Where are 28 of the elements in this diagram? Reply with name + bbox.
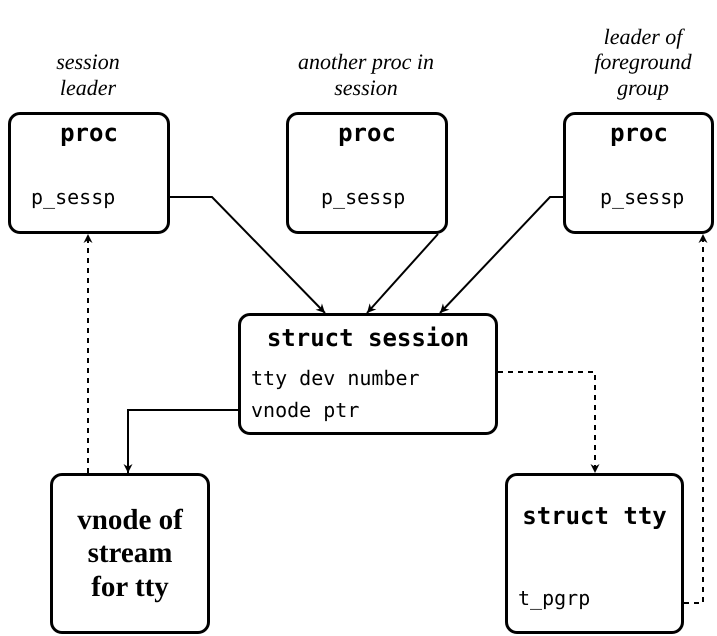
box-title: proc [337, 119, 397, 147]
box-title: vnode of stream for tty [76, 504, 184, 604]
dashed-arrow [498, 371, 600, 473]
struct-box [563, 112, 714, 234]
box-title: struct session [266, 324, 470, 352]
caption-text: leader of foreground group [593, 24, 693, 100]
arrow [366, 233, 439, 314]
field-label: t_pgrp [518, 586, 590, 610]
arrow [170, 196, 326, 314]
struct-box [286, 112, 448, 234]
dashed-arrow [684, 234, 708, 604]
struct-box [505, 473, 684, 634]
struct-box [50, 473, 210, 634]
caption-text: session leader [55, 49, 121, 100]
box-title: proc [59, 119, 119, 147]
arrow [124, 409, 238, 473]
field-label: tty dev number [251, 366, 420, 390]
arrow [439, 196, 563, 314]
field-label: vnode ptr [251, 398, 360, 422]
field-label: p_sessp [321, 185, 406, 209]
dashed-arrow [84, 234, 92, 473]
field-label: p_sessp [31, 185, 116, 209]
caption-text: another proc in session [296, 49, 436, 100]
struct-box [238, 313, 498, 435]
box-title: proc [609, 119, 669, 147]
struct-box [8, 112, 170, 234]
field-label: p_sessp [600, 185, 684, 209]
box-title: struct tty [521, 502, 668, 530]
